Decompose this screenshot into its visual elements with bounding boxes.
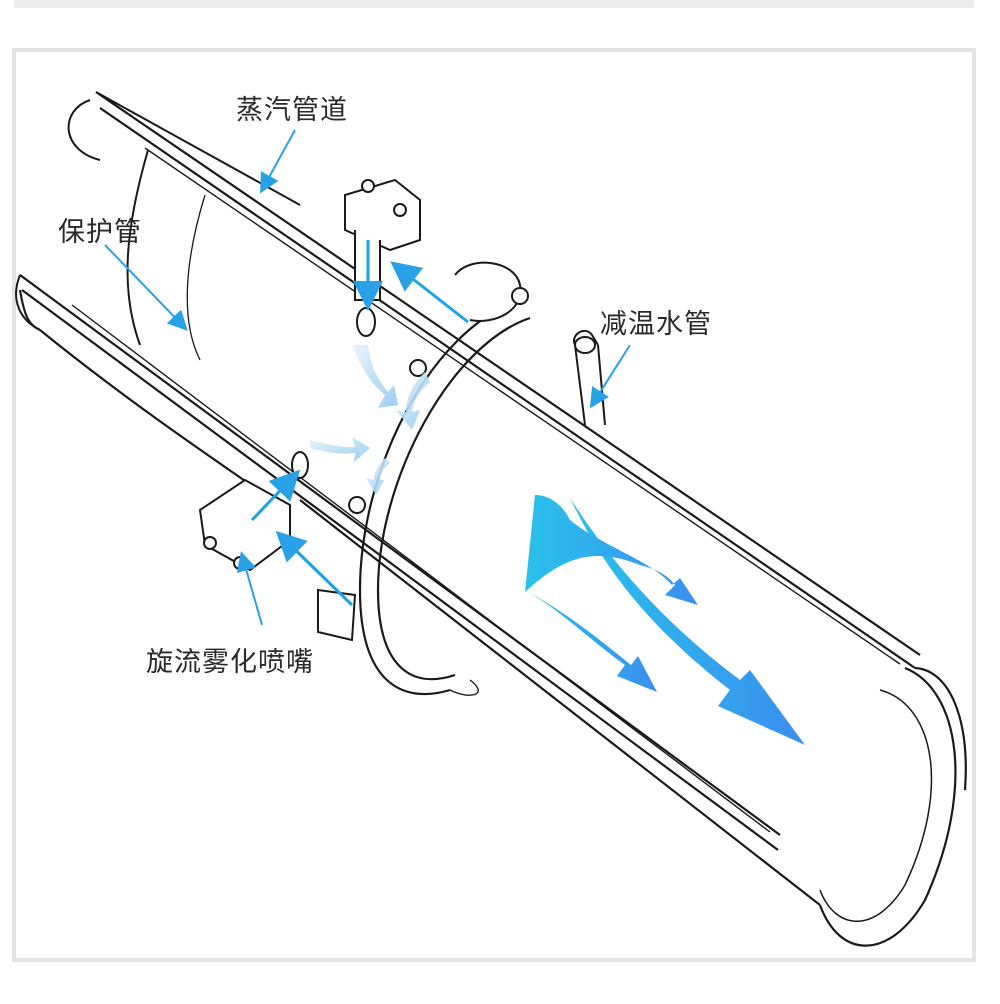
desuperheating-water-pipe bbox=[573, 329, 606, 426]
label-protective-tube: 保护管 bbox=[58, 217, 142, 248]
main-flow-arrows bbox=[525, 495, 805, 745]
leader-lines bbox=[104, 129, 631, 626]
label-desuperheating-water-pipe: 减温水管 bbox=[600, 309, 712, 340]
top-strip bbox=[14, 0, 974, 8]
steam-pipe bbox=[18, 91, 967, 947]
water-ring bbox=[358, 298, 531, 696]
feed-arrows bbox=[250, 240, 469, 607]
swirl-spray bbox=[310, 345, 430, 495]
frame-border bbox=[12, 48, 976, 962]
label-swirl-atomizing-nozzle: 旋流雾化喷嘴 bbox=[146, 647, 314, 678]
label-steam-pipe: 蒸汽管道 bbox=[236, 95, 348, 126]
upper-nozzle-icon bbox=[344, 178, 529, 377]
